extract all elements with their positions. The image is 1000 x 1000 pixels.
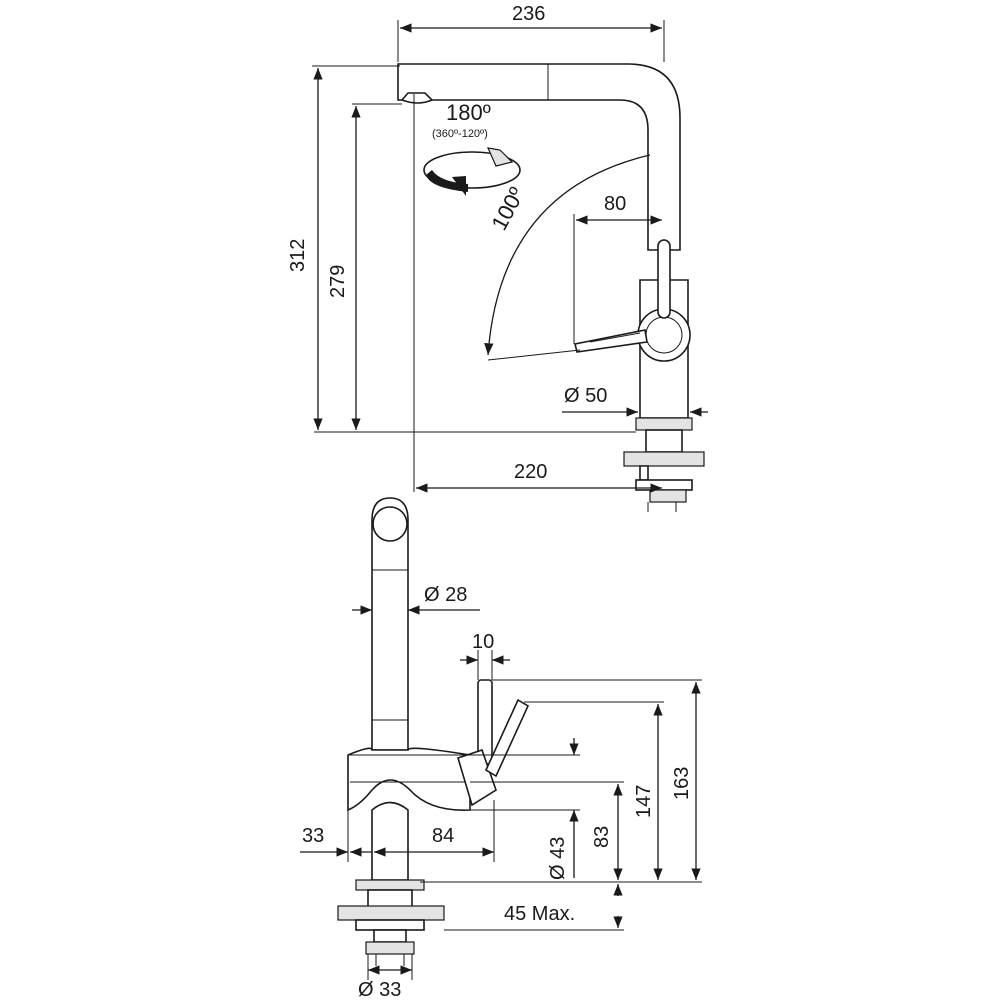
dim-body-height: 83 (591, 784, 623, 880)
svg-text:Ø 43: Ø 43 (547, 837, 569, 880)
dim-base-offsets: 33 84 (300, 800, 495, 862)
svg-text:312: 312 (287, 239, 309, 272)
side-mounting-hardware (623, 417, 705, 512)
svg-text:Ø 50: Ø 50 (564, 385, 607, 407)
front-view: Ø 28 10 33 84 (300, 497, 702, 1000)
dim-handle-offset: 80 (573, 193, 662, 344)
front-body (347, 747, 471, 881)
swing-label: 100º (486, 183, 529, 234)
front-mounting-hardware (337, 879, 445, 966)
dim-deck-thickness: 45 Max. (504, 884, 623, 928)
dim-reach: 220 (416, 461, 662, 493)
dim-spout-height: 279 (327, 103, 402, 430)
dim-body-diameter: Ø 43 (547, 738, 579, 880)
front-lever (457, 679, 530, 807)
front-spout (371, 497, 409, 751)
rotation-range-label: (360º-120º) (432, 128, 488, 140)
svg-text:236: 236 (512, 3, 545, 25)
rotation-arrow-icon (423, 147, 521, 196)
svg-text:45 Max.: 45 Max. (504, 903, 575, 925)
rotation-label: 180º (446, 100, 491, 125)
side-view: 180º (360º-120º) 100º 236 312 279 (287, 3, 708, 512)
svg-text:Ø 28: Ø 28 (424, 584, 467, 606)
dim-total-height: 312 (287, 65, 400, 430)
dim-thread-diameter: Ø 33 (358, 954, 413, 1000)
svg-text:Ø 33: Ø 33 (358, 979, 401, 1000)
swing-arc (484, 154, 651, 356)
svg-text:163: 163 (671, 767, 693, 800)
svg-text:220: 220 (514, 461, 547, 483)
dim-lever-width: 10 (460, 631, 510, 680)
dim-lever-height: 147 (633, 704, 663, 880)
svg-text:147: 147 (633, 785, 655, 818)
dim-spout-diameter: Ø 28 (352, 584, 480, 615)
svg-text:80: 80 (604, 193, 626, 215)
svg-text:10: 10 (472, 631, 494, 653)
dim-total-width: 236 (397, 3, 665, 62)
svg-text:84: 84 (432, 825, 454, 847)
faucet-body (574, 239, 691, 419)
svg-text:83: 83 (591, 826, 613, 848)
svg-text:279: 279 (327, 265, 349, 298)
svg-text:33: 33 (302, 825, 324, 847)
dim-base-diameter: Ø 50 (562, 385, 708, 417)
faucet-spout (397, 63, 681, 251)
dim-total-height-front: 163 (671, 682, 701, 880)
